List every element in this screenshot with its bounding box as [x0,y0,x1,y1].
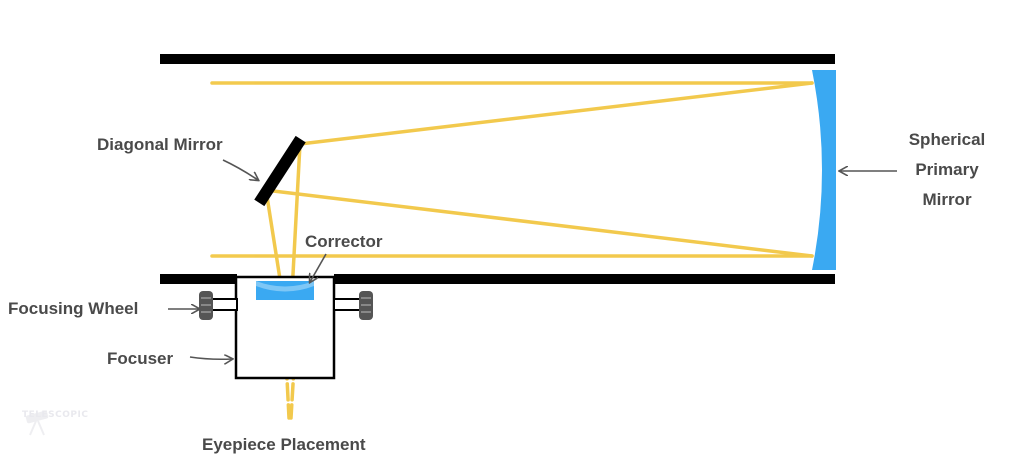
focusing-wheel-label: Focusing Wheel [8,299,139,318]
diagonal-mirror [254,135,306,207]
tube-top-wall [160,54,835,64]
arrow-pointer-icon [222,159,258,180]
focusing-wheel-right [333,291,373,320]
telescope-logo-icon [25,410,49,436]
spherical-primary-mirror-label-line3: Mirror [922,190,972,209]
focuser-label: Focuser [107,349,174,368]
arrow-pointer-icon [310,253,327,282]
corrector-lens [256,281,314,300]
spherical-primary-mirror-label: Spherical Primary Mirror [892,125,1002,215]
reflected-ray-bottom [263,188,814,258]
spherical-primary-mirror [812,70,836,270]
watermark: TELESCOPIC [22,410,89,420]
pointer-arrows [168,159,897,359]
tube-bottom-wall-right [334,274,835,284]
eyepiece-placement-label: Eyepiece Placement [202,435,366,454]
light-rays [210,81,814,420]
spherical-primary-mirror-label-line2: Primary [915,160,979,179]
focusing-wheel-left [199,291,238,320]
spherical-primary-mirror-label-line1: Spherical [908,130,986,149]
reflected-ray-top [298,81,814,146]
diagonal-mirror-label: Diagonal Mirror [97,135,223,154]
arrow-pointer-icon [189,357,232,359]
tube-bottom-wall-left [160,274,237,284]
corrector-label: Corrector [305,232,383,251]
